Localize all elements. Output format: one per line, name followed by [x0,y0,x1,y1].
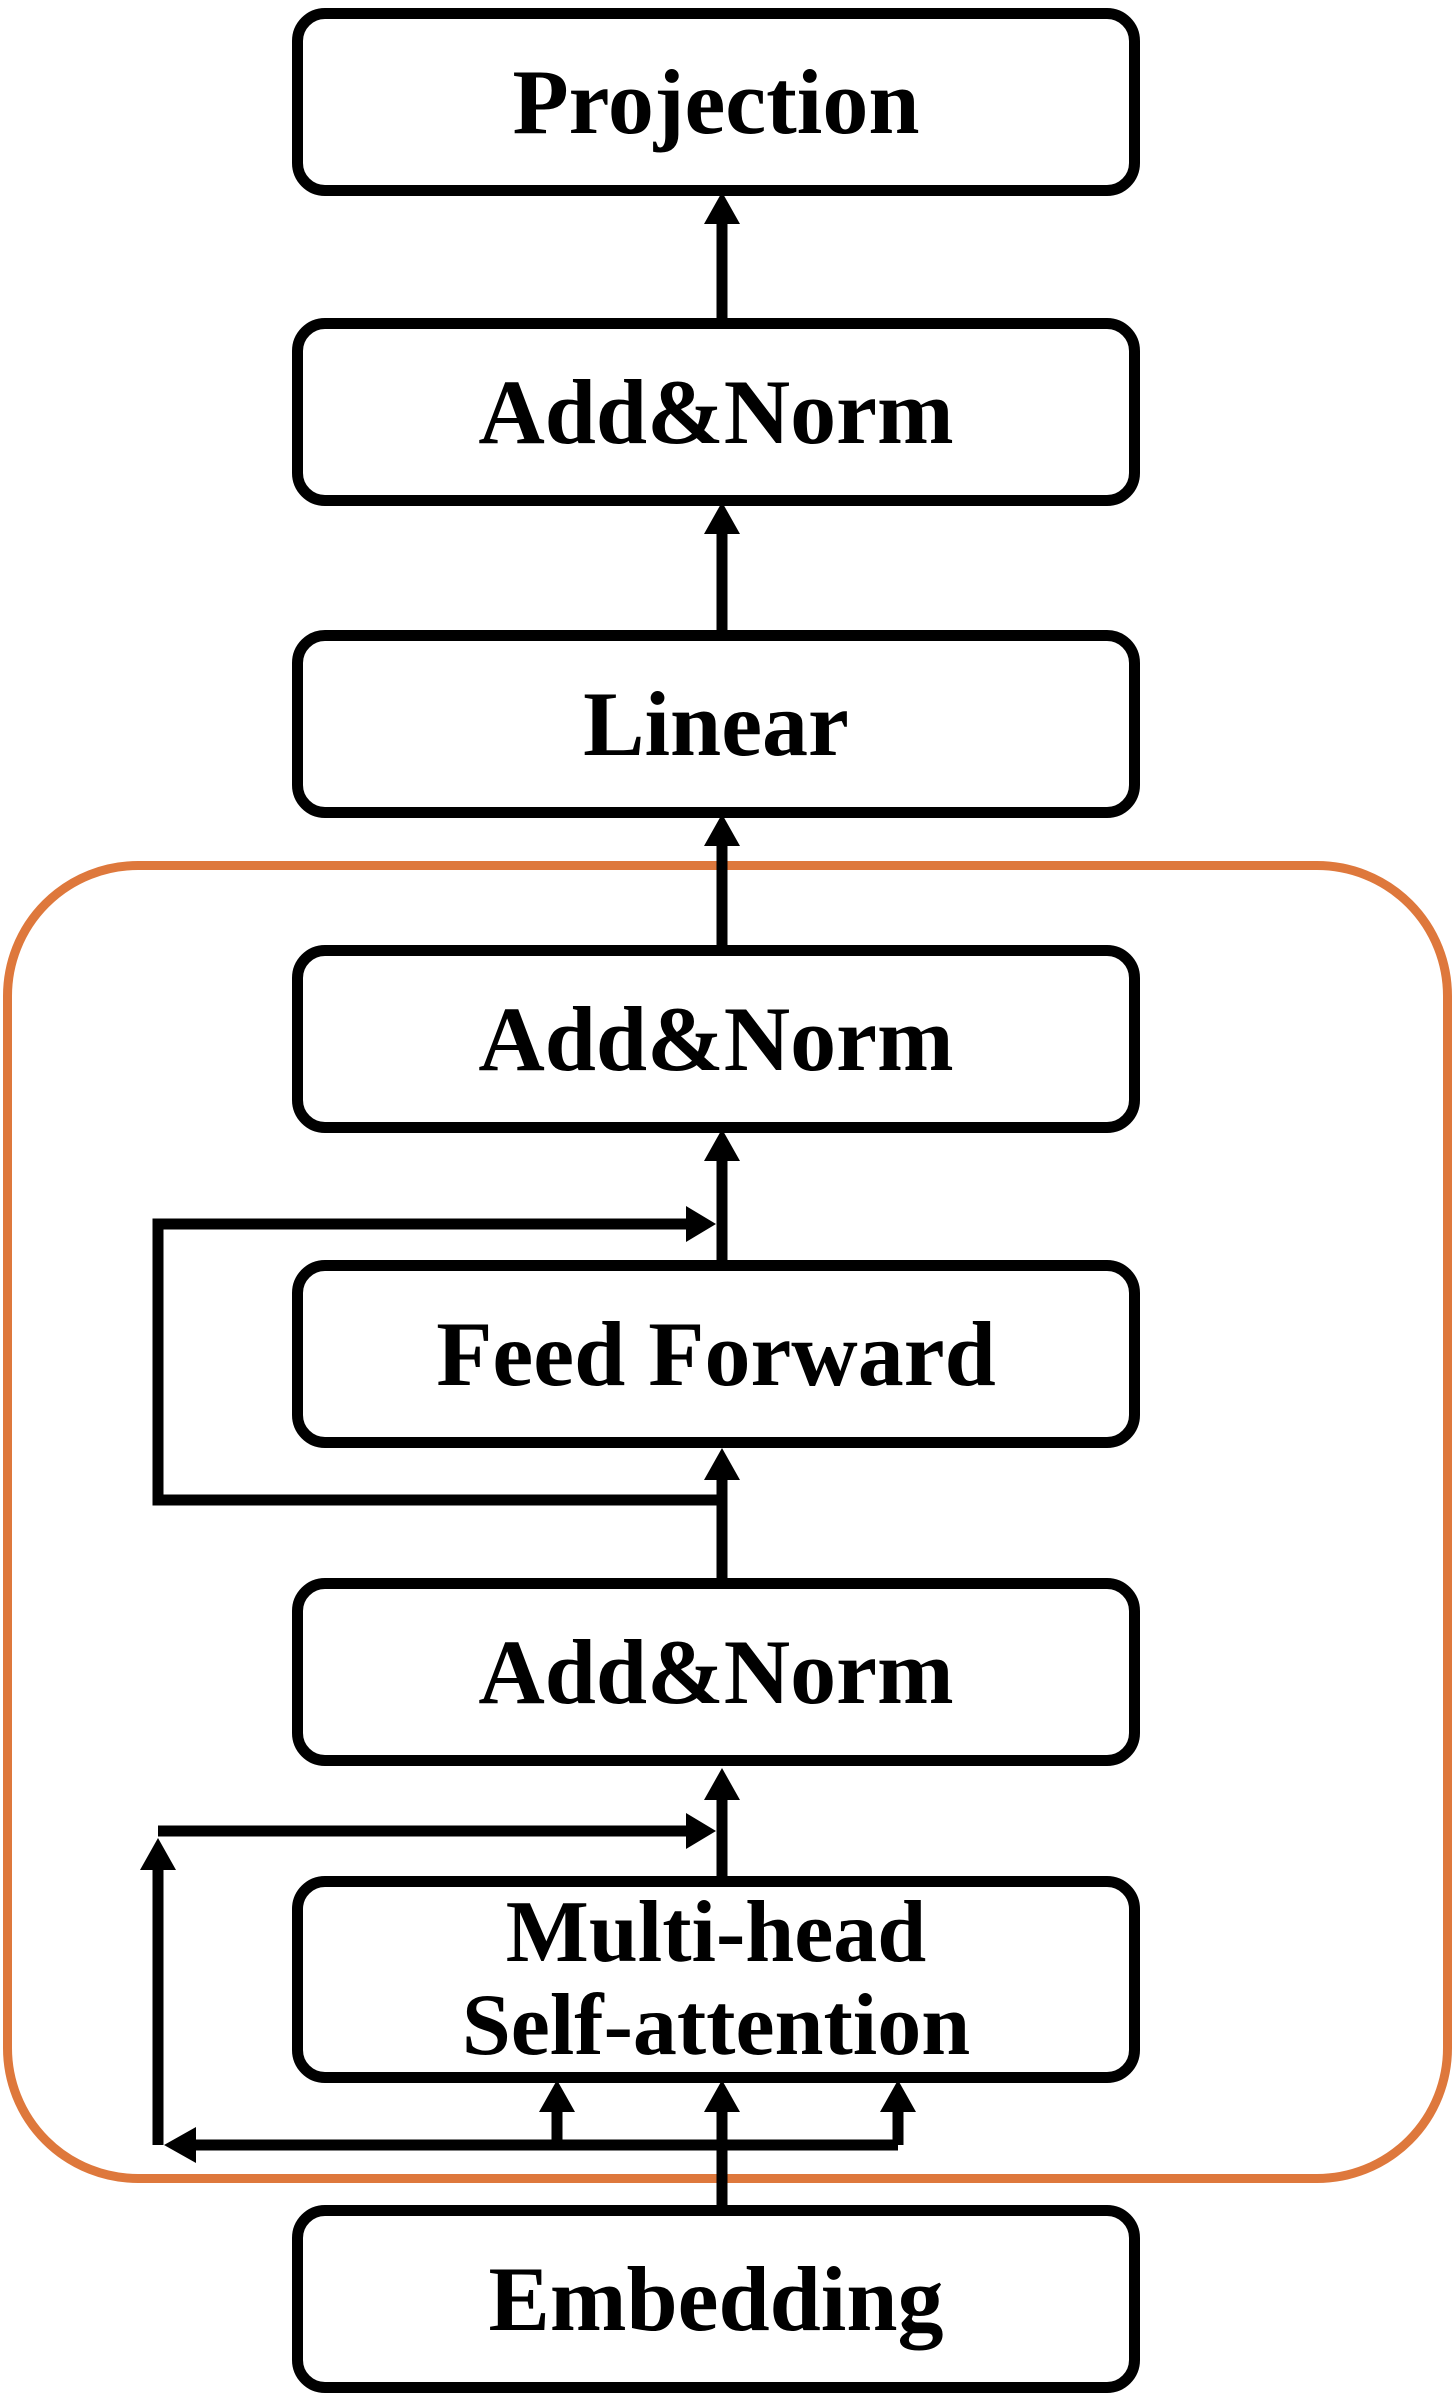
arrowhead-up-into-projection [704,192,740,224]
residual-loop-feedforward [152,1218,722,1506]
box-multi-head-self-attention: Multi-head Self-attention [292,1876,1140,2083]
label-feed-forward: Feed Forward [436,1303,996,1405]
arrowhead-right-feedforward-loop [686,1206,716,1242]
box-embedding: Embedding [292,2205,1140,2393]
label-add-norm-top: Add&Norm [478,361,954,463]
label-projection: Projection [512,51,920,153]
label-add-norm-mid: Add&Norm [478,988,954,1090]
box-add-norm-top: Add&Norm [292,318,1140,506]
label-add-norm-bottom: Add&Norm [478,1621,954,1723]
arrowhead-up-into-linear [704,814,740,846]
label-embedding: Embedding [488,2248,944,2350]
box-add-norm-bottom: Add&Norm [292,1578,1140,1766]
label-multi-head-line2: Self-attention [461,1976,971,2074]
arrowhead-up-into-feedforward [704,1448,740,1480]
arrowhead-up-into-addnorm1 [704,502,740,534]
arrowhead-left-multihead-loop-bottom [164,2127,196,2163]
arrowhead-up-into-multihead-center [704,2080,740,2112]
box-linear: Linear [292,630,1140,818]
box-add-norm-mid: Add&Norm [292,945,1140,1133]
arrowhead-up-multihead-loop-left [140,1838,176,1870]
label-linear: Linear [583,673,849,775]
arrowhead-up-into-multihead-right [880,2080,916,2112]
arrowhead-up-into-addnorm2 [704,1129,740,1161]
arrowhead-up-into-multihead-left [539,2080,575,2112]
box-feed-forward: Feed Forward [292,1260,1140,1448]
box-projection: Projection [292,8,1140,196]
arrowhead-right-multihead-loop [686,1813,716,1849]
label-multi-head-line1: Multi-head [505,1884,927,1982]
arrowhead-up-into-addnorm3 [704,1768,740,1800]
